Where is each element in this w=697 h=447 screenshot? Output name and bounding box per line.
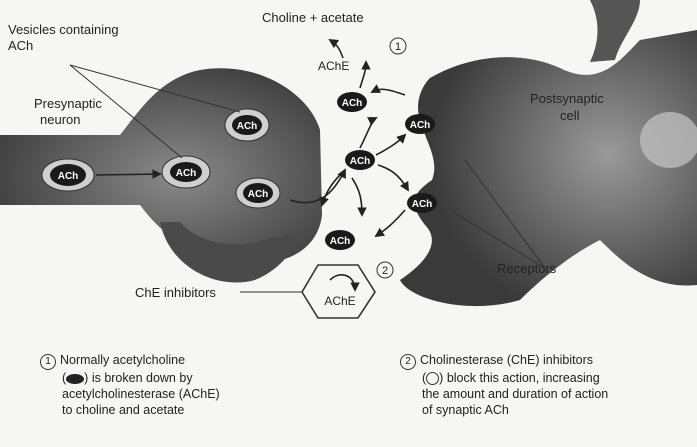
caption-line: to choline and acetate [40,402,220,418]
ach-symbol-icon [66,374,84,384]
svg-text:ACh: ACh [410,120,431,131]
caption-line: Normally acetylcholine [60,353,185,367]
caption-line: acetylcholinesterase (AChE) [40,386,220,402]
ach-molecule: ACh [232,115,262,135]
caption-line: is broken down by [92,371,193,385]
caption-line: block this action, increasing [447,371,600,385]
vesicles-label-2: ACh [8,38,33,53]
ache-hexagon [302,265,375,318]
inhibitor-symbol-icon [426,372,439,385]
che-inhibitors-label: ChE inhibitors [135,285,216,300]
vesicles-label-1: Vesicles containing [8,22,119,37]
ach-molecule: ACh [170,162,202,182]
ach-molecule: ACh [243,183,273,203]
ach-molecule: ACh [407,193,437,213]
svg-text:ACh: ACh [342,98,363,109]
postsynaptic-label-1: Postsynaptic [530,91,604,106]
caption-number: 1 [40,354,56,370]
postsynaptic-label-2: cell [560,108,580,123]
ach-molecule: ACh [405,114,435,134]
svg-text:ACh: ACh [248,189,269,200]
step-2-marker: 2 [377,262,393,278]
ach-molecule: ACh [337,92,367,112]
svg-text:1: 1 [395,41,401,53]
step-1-marker: 1 [390,38,406,54]
ache-label: AChE [318,59,349,73]
caption-number: 2 [400,354,416,370]
presynaptic-label-1: Presynaptic [34,96,102,111]
svg-text:ACh: ACh [237,121,258,132]
svg-text:ACh: ACh [176,168,197,179]
caption-line: of synaptic ACh [400,402,608,418]
ache-hex-label: AChE [324,294,355,308]
svg-text:ACh: ACh [350,156,371,167]
svg-text:ACh: ACh [58,171,79,182]
ach-molecule: ACh [325,230,355,250]
ach-molecule: ACh [50,164,86,186]
receptors-label: Receptors [497,261,557,276]
svg-text:2: 2 [382,265,388,277]
svg-text:ACh: ACh [412,199,433,210]
svg-text:ACh: ACh [330,236,351,247]
choline-acetate-label: Choline + acetate [262,10,364,25]
caption-line: the amount and duration of action [400,386,608,402]
presynaptic-label-2: neuron [40,112,80,127]
ach-molecule: ACh [345,150,375,170]
caption-line: Cholinesterase (ChE) inhibitors [420,353,593,367]
